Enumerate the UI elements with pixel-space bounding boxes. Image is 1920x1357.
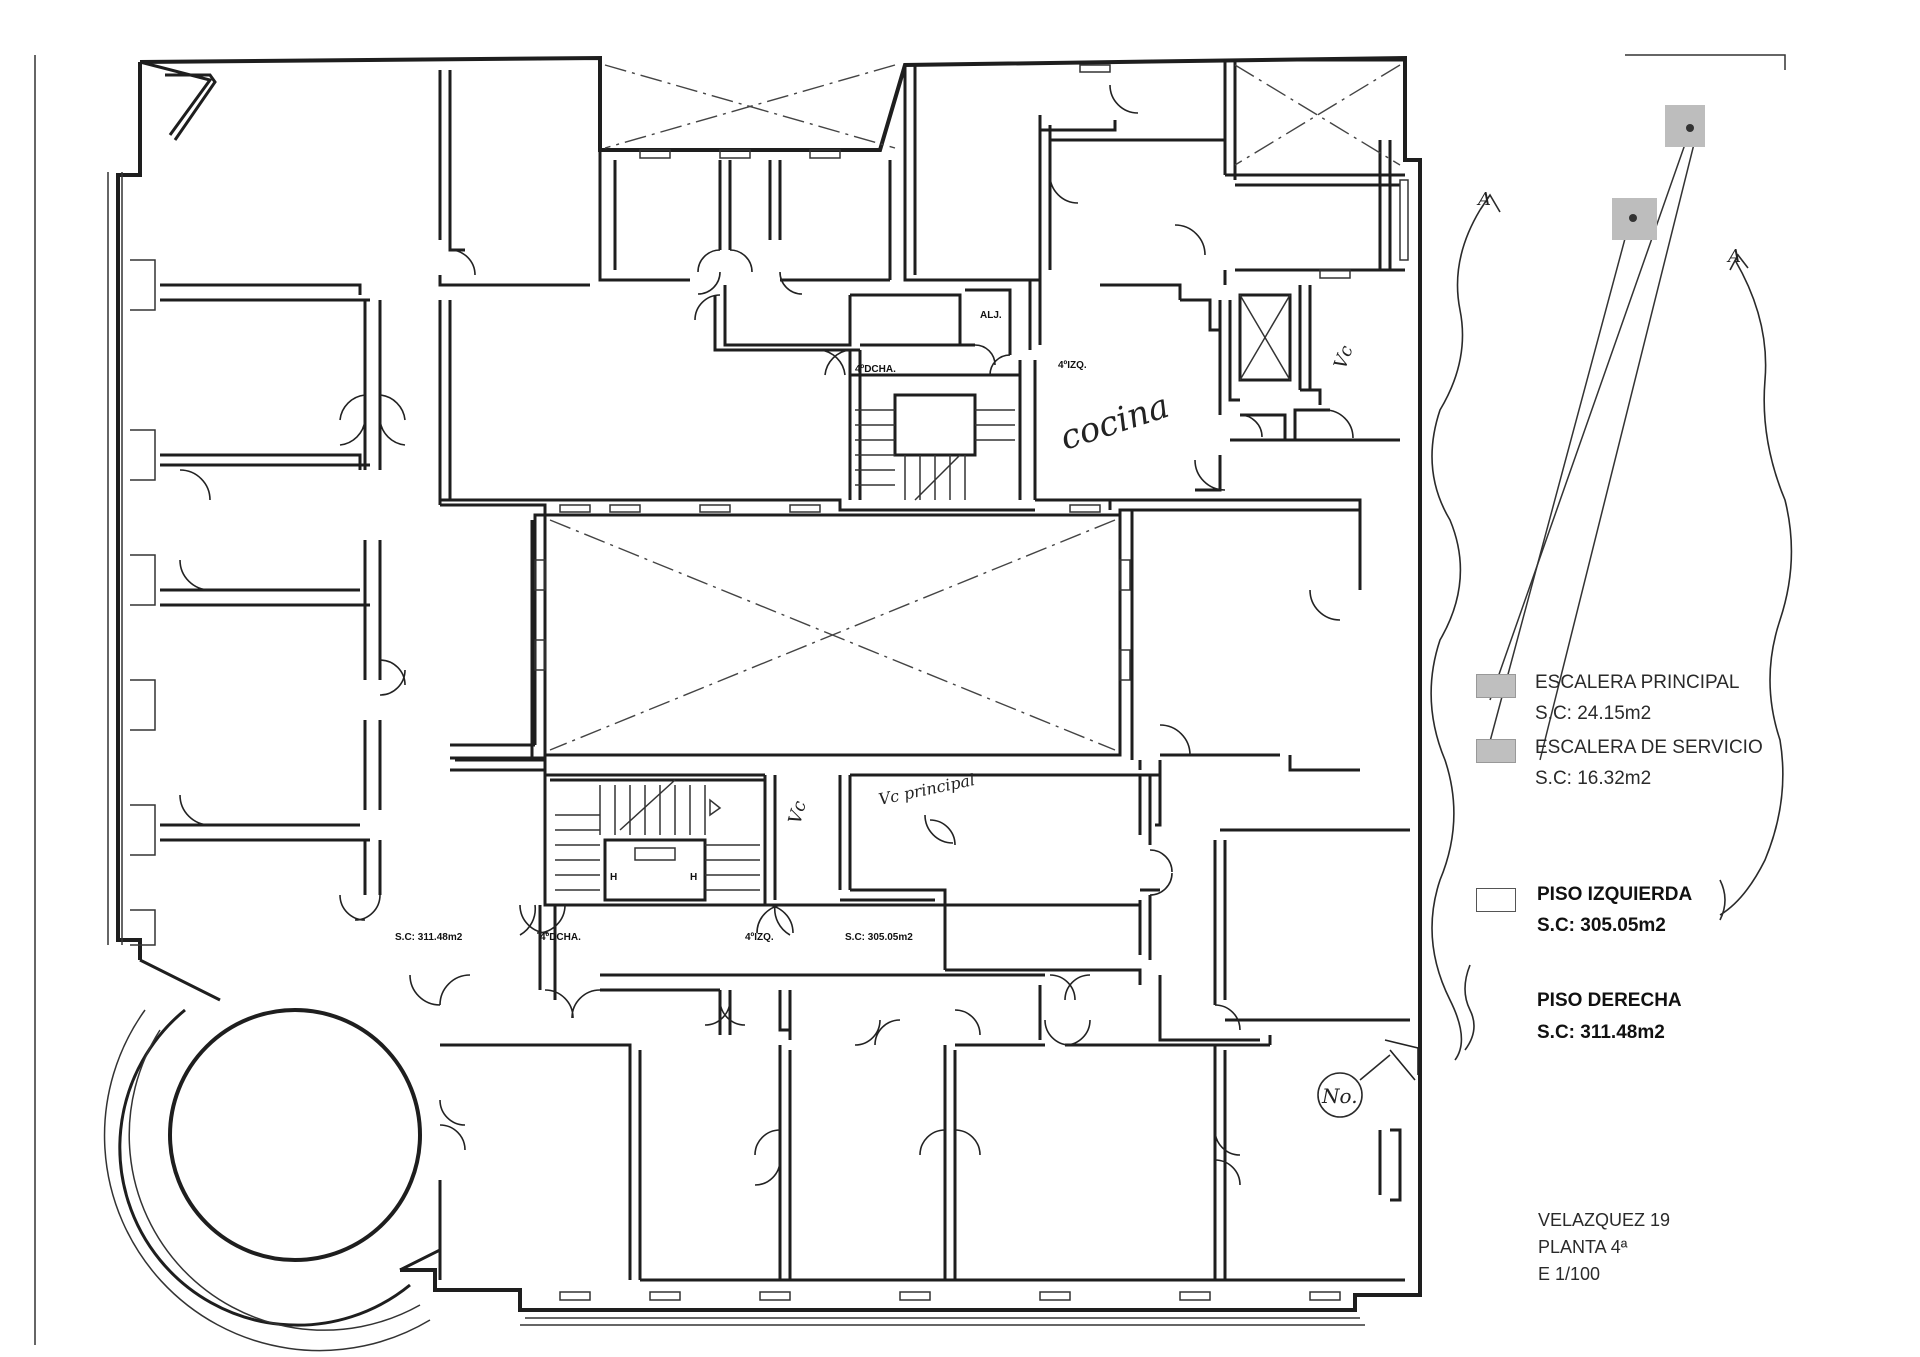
legend-piso-izquierda-area: S.C: 305.05m2 — [1537, 915, 1666, 936]
service-staircase-lower — [550, 778, 765, 902]
sheet-frame-top-right — [1625, 54, 1786, 70]
legend-piso-derecha-label: PISO DERECHA — [1537, 990, 1682, 1011]
handwritten-kitchen: cocina — [1055, 386, 1174, 459]
legend-swatch-service-stair — [1476, 739, 1516, 763]
door-swings — [179, 84, 1419, 1186]
lower-wing-walls — [438, 905, 1405, 1282]
title-floor: PLANTA 4ª — [1538, 1237, 1628, 1257]
handwritten-vc-service: Vc — [785, 799, 811, 827]
label-lower-izq: 4ºIZQ. — [745, 932, 774, 943]
upper-center-walls — [440, 65, 1362, 515]
title-address: VELAZQUEZ 19 — [1538, 1210, 1671, 1230]
label-area-left: S.C: 311.48m2 — [395, 932, 463, 943]
label-lift-right: H — [690, 872, 697, 883]
legend-main-stair-label: ESCALERA PRINCIPAL — [1535, 672, 1740, 693]
note-circle — [1317, 1072, 1363, 1118]
handwritten-arrow-a1: A — [1476, 189, 1491, 210]
label-area-right: S.C: 305.05m2 — [845, 932, 913, 943]
stair-marker-service-dot — [1629, 214, 1637, 222]
stair-marker-main — [1665, 105, 1705, 147]
round-tower — [103, 958, 442, 1352]
handwritten-arrow-a2: A — [1726, 246, 1741, 267]
legend-service-stair-label: ESCALERA DE SERVICIO — [1535, 737, 1763, 758]
label-lower-dcha: 4ºDCHA. — [540, 932, 581, 943]
legend-piso-izquierda-label: PISO IZQUIERDA — [1537, 884, 1693, 905]
upper-right-walls — [1030, 60, 1405, 590]
legend-swatch-main-stair — [1476, 674, 1516, 698]
main-staircase-upper — [850, 373, 1020, 501]
legend-swatch-piso-izquierda — [1476, 888, 1516, 912]
stair-marker-main-dot — [1686, 124, 1694, 132]
label-upper-dcha: 4ºDCHA. — [855, 364, 896, 375]
legend-service-stair-area: S.C: 16.32m2 — [1535, 768, 1652, 789]
landing-curves — [519, 904, 791, 936]
handwritten-vc-right: Vc — [1330, 343, 1358, 372]
legend-piso-derecha-area: S.C: 311.48m2 — [1537, 1022, 1665, 1043]
central-courtyard — [530, 510, 1134, 760]
label-lift-left: H — [610, 872, 617, 883]
label-storage: ALJ. — [980, 310, 1002, 321]
label-upper-izq: 4ºIZQ. — [1058, 360, 1087, 371]
lower-center-walls — [450, 753, 1410, 1042]
light-wells — [604, 58, 1405, 382]
window-bays — [130, 64, 1409, 1301]
handwritten-note: No. — [1321, 1084, 1358, 1108]
title-scale: E 1/100 — [1538, 1264, 1601, 1284]
legend-main-stair-area: S.C: 24.15m2 — [1535, 703, 1652, 724]
